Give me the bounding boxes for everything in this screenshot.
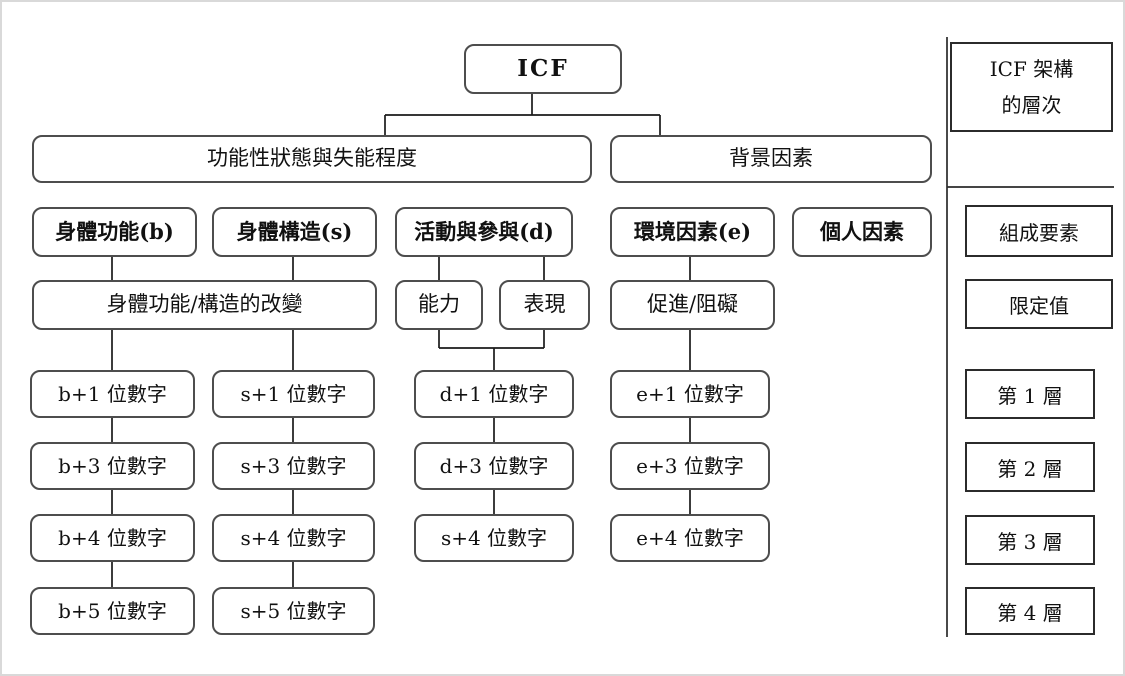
legend-level-1-box: 第 1 層 (965, 369, 1095, 419)
legend-qualifier-box: 限定值 (965, 279, 1113, 329)
level1-b-box: b+1 位數字 (30, 370, 195, 418)
component-body-function-box: 身體功能(b) (32, 207, 197, 257)
legend-components-box: 組成要素 (965, 205, 1113, 257)
legend-title-box: ICF 架構 的層次 (950, 42, 1113, 132)
level3-e-box: e+4 位數字 (610, 514, 770, 562)
qualifier-capacity-box: 能力 (395, 280, 483, 330)
qualifier-performance-box: 表現 (499, 280, 590, 330)
level1-s-box: s+1 位數字 (212, 370, 375, 418)
level1-e-box: e+1 位數字 (610, 370, 770, 418)
level2-e-box: e+3 位數字 (610, 442, 770, 490)
branch-contextual-box: 背景因素 (610, 135, 932, 183)
legend-title-line2: 的層次 (1001, 93, 1062, 117)
level4-s-box: s+5 位數字 (212, 587, 375, 635)
level3-b-box: b+4 位數字 (30, 514, 195, 562)
level2-d-box: d+3 位數字 (414, 442, 574, 490)
component-activity-participation-box: 活動與參與(d) (395, 207, 573, 257)
component-body-structure-box: 身體構造(s) (212, 207, 377, 257)
legend-level-3-box: 第 3 層 (965, 515, 1095, 565)
level1-d-box: d+1 位數字 (414, 370, 574, 418)
legend-level-2-box: 第 2 層 (965, 442, 1095, 492)
level3-s-box: s+4 位數字 (212, 514, 375, 562)
level2-s-box: s+3 位數字 (212, 442, 375, 490)
component-environmental-box: 環境因素(e) (610, 207, 775, 257)
level4-b-box: b+5 位數字 (30, 587, 195, 635)
legend-level-4-box: 第 4 層 (965, 587, 1095, 635)
icf-root-box: ICF (464, 44, 622, 94)
branch-functioning-box: 功能性狀態與失能程度 (32, 135, 592, 183)
level3-d-box: s+4 位數字 (414, 514, 574, 562)
qualifier-bs-change-box: 身體功能/構造的改變 (32, 280, 377, 330)
legend-title-line1: ICF 架構 (989, 57, 1074, 81)
level2-b-box: b+3 位數字 (30, 442, 195, 490)
component-personal-box: 個人因素 (792, 207, 932, 257)
qualifier-facilitator-barrier-box: 促進/阻礙 (610, 280, 775, 330)
